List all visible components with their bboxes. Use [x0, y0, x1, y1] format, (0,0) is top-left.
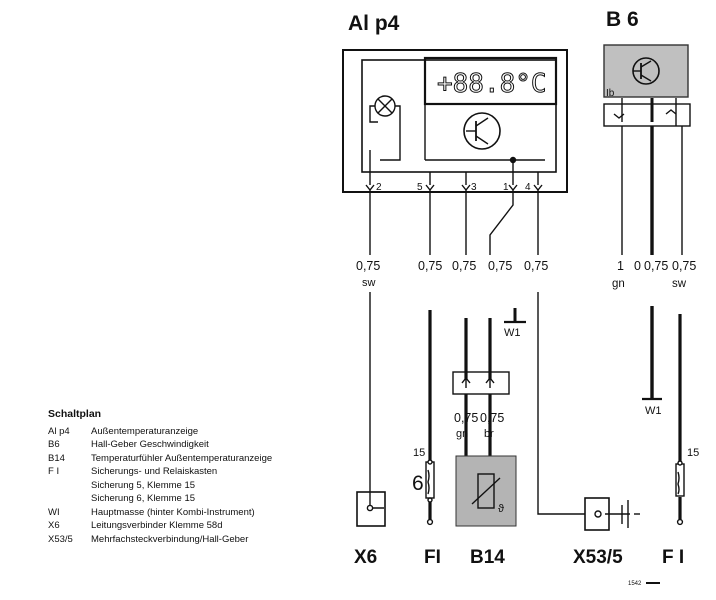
legend-subrow: Sicherung 5, Klemme 15 [91, 479, 196, 491]
legend-text: Leitungsverbinder Klemme 58d [91, 520, 223, 531]
fuse-right [675, 463, 685, 497]
b14-plug [452, 371, 510, 395]
x6-connector [356, 491, 386, 527]
b14-label: B14 [470, 547, 505, 568]
fuse-left [425, 461, 435, 499]
legend-row: X53/5 Mehrfachsteckverbindung/Hall-Geber [48, 533, 272, 547]
display-window [423, 56, 558, 106]
legend-row: WI Hauptmasse (hinter Kombi-Instrument) [48, 506, 272, 520]
pin-2-label: 2 [376, 182, 382, 193]
hall-sensor-icon [632, 57, 660, 85]
wire-size-4: 0,75 [488, 259, 512, 273]
legend-row: Al p4 Außentemperaturanzeige [48, 425, 272, 439]
lamp-icon [374, 95, 396, 117]
legend-code: Al p4 [48, 425, 70, 437]
legend-code: B14 [48, 452, 65, 464]
b6-wire1-color: gn [612, 278, 625, 290]
b6-title: B 6 [606, 8, 639, 31]
legend-subrow: Sicherung 6, Klemme 15 [91, 493, 196, 504]
b6-wire4-size: 0,75 [672, 259, 696, 273]
legend-code: B6 [48, 439, 60, 450]
ground-w1-label: W1 [504, 327, 521, 339]
x6-label: X6 [354, 547, 377, 568]
svg-text:ϑ: ϑ [498, 503, 504, 515]
legend-row: F I Sicherungs- und Relaiskasten [48, 465, 272, 479]
al-p4-connector-pins [365, 150, 543, 192]
b6-hall-sensor [603, 44, 689, 98]
legend-text: Mehrfachsteckverbindung/Hall-Geber [91, 533, 249, 545]
wire-size-5: 0,75 [524, 259, 548, 273]
b14-wire1-size: 0,75 [454, 411, 478, 425]
legend-text: Außentemperaturanzeige [91, 425, 199, 437]
al-p4-inner-box [361, 59, 557, 173]
fi-left-label: FI [424, 547, 441, 568]
b6-wire3-size: 0,75 [644, 259, 668, 273]
legend-text: Hall-Geber Geschwindigkeit [91, 439, 209, 450]
figure-reference: 1542 [628, 581, 642, 587]
pin-4-label: 4 [525, 182, 531, 193]
b6-ib-label: Ib [606, 88, 615, 99]
fuse-left-terminal: 15 [413, 447, 425, 459]
legend-text: Hauptmasse (hinter Kombi-Instrument) [91, 506, 255, 518]
b6-wire2-num: 0 [634, 259, 641, 273]
b6-wire1-num: 1 [617, 259, 624, 273]
legend-code: WI [48, 506, 60, 518]
legend-code: X6 [48, 520, 60, 531]
temperature-display-readout: +88.8°C [437, 69, 547, 99]
legend-row: X6 Leitungsverbinder Klemme 58d [48, 519, 272, 533]
thermistor-icon: ϑ [471, 473, 504, 515]
pin-3-label: 3 [471, 182, 477, 193]
legend-text: Sicherungs- und Relaiskasten [91, 466, 218, 477]
pin-5-label: 5 [417, 182, 423, 193]
legend-row: B6 Hall-Geber Geschwindigkeit [48, 438, 272, 452]
b14-wire2-size: 0,75 [480, 411, 504, 425]
fuse-left-number: 6 [412, 472, 424, 495]
amplifier-icon [463, 112, 501, 150]
legend-title: Schaltplan [48, 408, 102, 420]
wire-size-1: 0,75 [356, 259, 380, 273]
legend-row: B14 Temperaturfühler Außentemperaturanze… [48, 452, 272, 466]
al-p4-housing [342, 49, 568, 193]
b14-wire2-color: br [484, 428, 494, 440]
b6-wire4-color: sw [672, 278, 687, 290]
legend-code: X53/5 [48, 533, 73, 545]
legend-code: F I [48, 466, 60, 477]
b6-plug [603, 103, 691, 127]
b14-wire1-color: gn [456, 428, 468, 440]
pin-1-label: 1 [503, 182, 509, 193]
wire-size-3: 0,75 [452, 259, 476, 273]
ground-w1-label-b6: W1 [645, 405, 662, 417]
legend: Schaltplan Al p4 Außentemperaturanzeige … [48, 408, 272, 546]
wire-color-1: sw [362, 277, 376, 289]
fuse-right-terminal: 15 [687, 447, 699, 459]
al-p4-title: Al p4 [348, 12, 400, 35]
fi-right-label: F I [662, 547, 684, 568]
legend-text: Temperaturfühler Außentemperaturanzeige [91, 452, 273, 464]
wire-size-2: 0,75 [418, 259, 442, 273]
x53-5-label: X53/5 [573, 547, 623, 568]
